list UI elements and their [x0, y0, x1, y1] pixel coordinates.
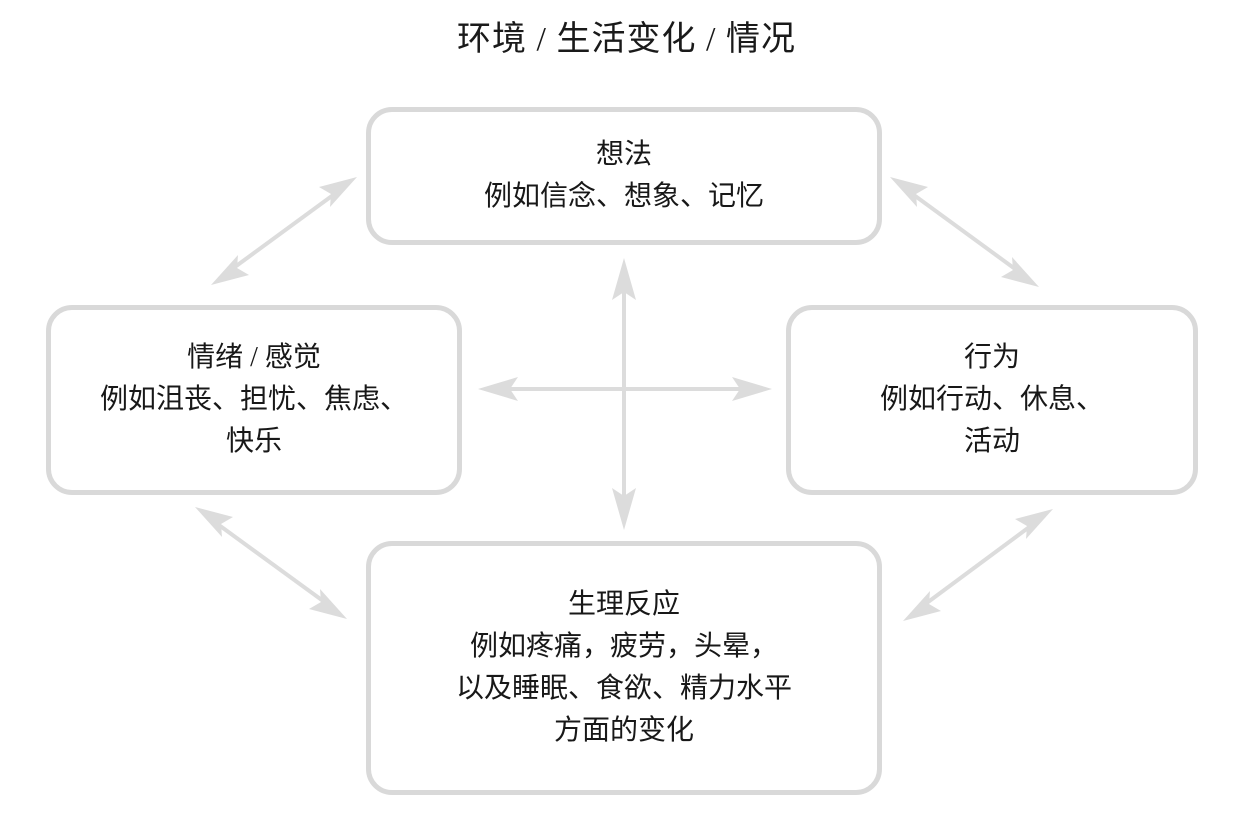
connector-thoughts-emotions	[211, 177, 357, 285]
node-thoughts-title: 想法	[595, 139, 652, 170]
node-thoughts-description: 例如信念、想象、记忆	[483, 181, 764, 212]
connector-thoughts-behaviour	[890, 177, 1039, 287]
node-thoughts[interactable]: 想法 例如信念、想象、记忆	[366, 107, 882, 245]
page-title: 环境 / 生活变化 / 情况	[457, 21, 796, 58]
node-behaviour-title: 行为	[963, 342, 1020, 373]
node-emotions[interactable]: 情绪 / 感觉 例如沮丧、担忧、焦虑、 快乐	[46, 305, 462, 495]
connector-behaviour-physical	[903, 509, 1053, 621]
node-physical-reactions-description: 例如疼痛，疲劳，头晕， 以及睡眠、食欲、精力水平 方面的变化	[455, 631, 792, 746]
node-physical-reactions-title: 生理反应	[567, 589, 680, 620]
connector-emotions-behaviour-horizontal	[478, 377, 772, 401]
connector-emotions-physical	[195, 507, 347, 619]
connector-thoughts-physical-vertical	[612, 258, 636, 530]
node-behaviour-description: 例如行动、休息、 活动	[879, 384, 1104, 457]
node-behaviour[interactable]: 行为 例如行动、休息、 活动	[786, 305, 1198, 495]
node-physical-reactions[interactable]: 生理反应 例如疼痛，疲劳，头晕， 以及睡眠、食欲、精力水平 方面的变化	[366, 541, 882, 795]
node-emotions-description: 例如沮丧、担忧、焦虑、 快乐	[99, 384, 408, 457]
node-emotions-title: 情绪 / 感觉	[187, 342, 321, 373]
